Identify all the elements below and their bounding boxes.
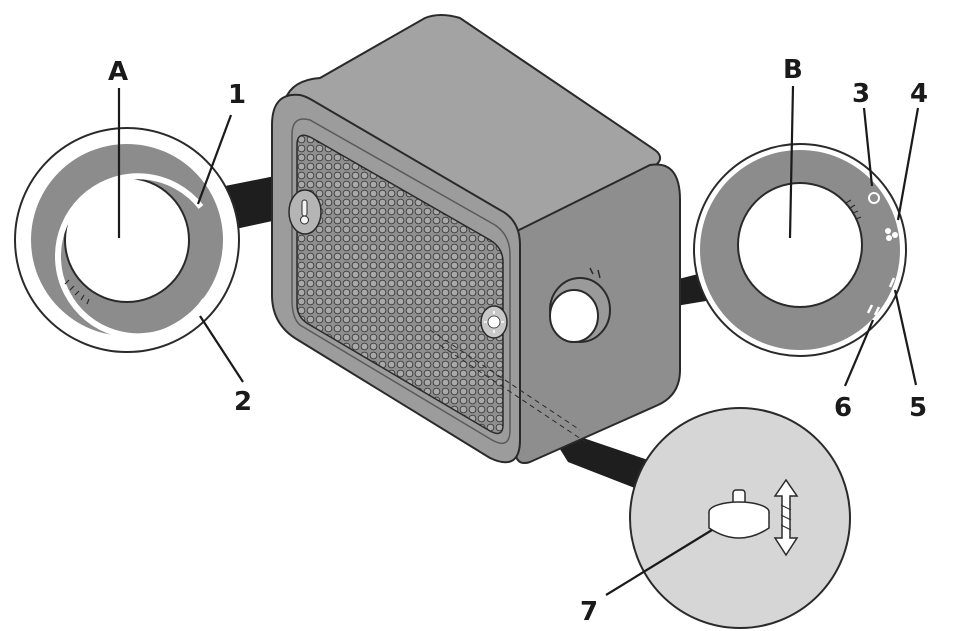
high-heat-symbol-2	[873, 306, 881, 316]
label-b: B	[783, 55, 803, 85]
leader-5	[893, 289, 918, 386]
thermostat-scale-arc	[54, 173, 208, 340]
leader-3	[862, 107, 874, 187]
label-7: 7	[580, 597, 598, 627]
fan-icon	[885, 228, 898, 241]
knurl-marks-b	[845, 199, 862, 220]
high-heat-symbol-1	[866, 304, 874, 314]
front-grille	[296, 134, 504, 435]
label-3: 3	[852, 79, 870, 109]
leader-1	[196, 114, 233, 205]
hidden-line	[429, 329, 591, 446]
tip-over-switch-icon	[708, 489, 770, 539]
leader-b	[788, 85, 795, 239]
mode-selector-icon	[549, 267, 611, 343]
low-heat-symbol	[888, 277, 896, 288]
label-2: 2	[234, 387, 252, 417]
zoom-circle-a	[14, 127, 240, 353]
thermometer-icon	[288, 189, 322, 235]
label-6: 6	[834, 393, 852, 423]
knurl-marks-a	[64, 279, 90, 305]
off-symbol	[868, 192, 880, 204]
label-4: 4	[910, 79, 928, 109]
leader-4	[896, 107, 920, 221]
front-rim	[291, 118, 511, 445]
leader-2	[199, 315, 244, 383]
zoom-circle-b	[693, 143, 907, 357]
zoom-circle-7	[629, 407, 851, 629]
leader-lines	[117, 85, 920, 596]
label-1: 1	[228, 80, 246, 110]
label-5: 5	[909, 393, 927, 423]
leader-7	[605, 529, 713, 596]
label-a: A	[108, 57, 128, 87]
up-down-arrow-icon	[773, 478, 799, 557]
sun-icon	[480, 305, 508, 339]
heater-body	[271, 14, 681, 464]
leader-6	[843, 319, 875, 387]
